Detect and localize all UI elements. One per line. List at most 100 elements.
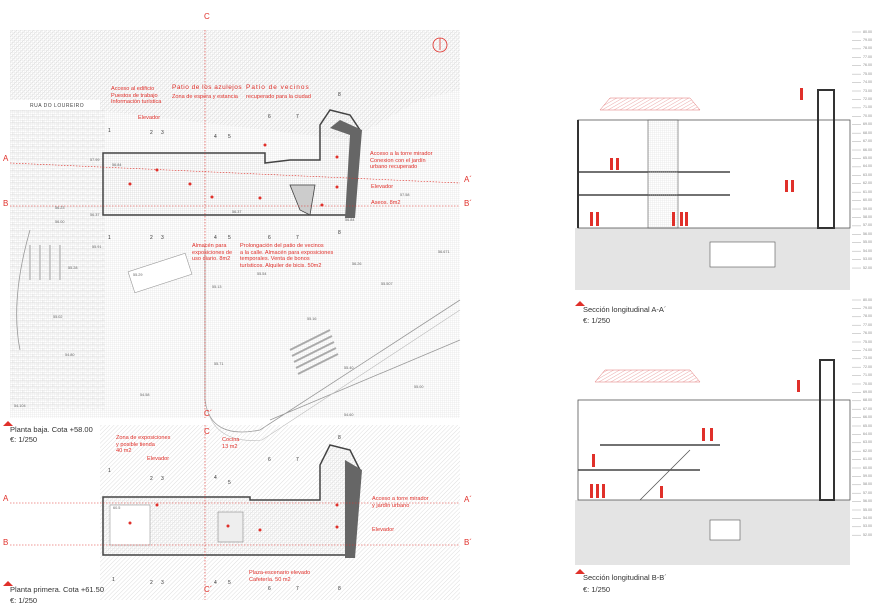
elevation-label: 55.507 bbox=[381, 282, 393, 286]
label-acceso: Acceso al edificio Puestos de trabajo In… bbox=[111, 86, 162, 106]
level-label: 77.00 bbox=[863, 54, 872, 59]
label-zona-exposiciones: Zona de exposiciones y posible tienda 40… bbox=[116, 435, 171, 455]
grid-number: 1 bbox=[108, 235, 111, 241]
level-label: 75.00 bbox=[863, 339, 872, 344]
section-mark-c2: C´ bbox=[204, 409, 213, 418]
label-elevador: Elevador bbox=[147, 456, 170, 462]
elevation-label: 55.71 bbox=[214, 362, 224, 366]
elevation-label: 55.00 bbox=[414, 385, 424, 389]
level-label: 80.00 bbox=[863, 297, 872, 302]
section-aa-title: Sección longitudinal A-A´ bbox=[583, 305, 667, 314]
section-mark-a2: A´ bbox=[464, 495, 472, 504]
ground-floor-plan bbox=[9, 30, 461, 441]
level-label: 57.00 bbox=[863, 223, 872, 228]
level-label: 53.00 bbox=[863, 524, 872, 529]
level-scale-ticks bbox=[852, 31, 861, 536]
elevation-label: 55.91 bbox=[92, 245, 102, 249]
elevation-label: 55.13 bbox=[212, 285, 222, 289]
title-marker-icon bbox=[575, 569, 585, 574]
grid-number: 7 bbox=[296, 586, 299, 592]
elevation-label: 56.00 bbox=[55, 220, 65, 224]
label-patio-vecinos-sub: recuperado para la ciudad bbox=[246, 94, 311, 100]
level-label: 64.00 bbox=[863, 164, 872, 169]
level-label: 71.00 bbox=[863, 373, 872, 378]
level-label: 75.00 bbox=[863, 71, 872, 76]
label-patio-vecinos: Patio de vecinos bbox=[246, 84, 310, 91]
level-label: 65.00 bbox=[863, 423, 872, 428]
section-mark-c: C bbox=[204, 12, 210, 21]
grid-number: 2 bbox=[150, 130, 153, 136]
level-label: 63.00 bbox=[863, 172, 872, 177]
elevation-label: 57.58 bbox=[400, 193, 410, 197]
label-aseos: Aseos. 8m2 bbox=[371, 200, 401, 206]
level-label: 55.00 bbox=[863, 240, 872, 245]
level-label: 70.00 bbox=[863, 381, 872, 386]
level-label: 70.00 bbox=[863, 113, 872, 118]
label-prolongacion: Prolongación del patio de vecinos a la c… bbox=[240, 243, 334, 270]
section-aa bbox=[575, 89, 851, 290]
elevation-label: 55.54 bbox=[257, 272, 267, 276]
level-label: 77.00 bbox=[863, 322, 872, 327]
section-bb-scale: €: 1/250 bbox=[583, 585, 611, 594]
grid-number: 5 bbox=[228, 235, 231, 241]
first-floor-plan bbox=[10, 425, 460, 600]
grid-number: 4 bbox=[214, 235, 217, 241]
people-figures bbox=[590, 88, 803, 498]
level-label: 69.00 bbox=[863, 122, 872, 127]
grid-number: 2 bbox=[150, 235, 153, 241]
grid-number: 3 bbox=[161, 580, 164, 586]
level-label: 73.00 bbox=[863, 356, 872, 361]
level-label: 63.00 bbox=[863, 440, 872, 445]
label-cocina: Cocina 13 m2 bbox=[222, 437, 240, 450]
level-label: 66.00 bbox=[863, 415, 872, 420]
level-label: 64.00 bbox=[863, 431, 872, 436]
section-mark-b2: B´ bbox=[464, 199, 472, 208]
level-label: 80.00 bbox=[863, 29, 872, 34]
grid-number: 3 bbox=[161, 235, 164, 241]
level-label: 55.00 bbox=[863, 507, 872, 512]
level-label: 71.00 bbox=[863, 105, 872, 110]
level-label: 60.00 bbox=[863, 465, 872, 470]
grid-number: 6 bbox=[268, 114, 271, 120]
level-label: 69.00 bbox=[863, 389, 872, 394]
elevation-label: 56.84 bbox=[112, 163, 122, 167]
level-label: 52.00 bbox=[863, 265, 872, 270]
level-label: 76.00 bbox=[863, 63, 872, 68]
elevation-label: 56.37 bbox=[90, 213, 100, 217]
section-mark-a: A bbox=[3, 494, 9, 503]
level-label: 66.00 bbox=[863, 147, 872, 152]
grid-number: 7 bbox=[296, 114, 299, 120]
grid-number: 3 bbox=[161, 130, 164, 136]
elevation-label: 55.29 bbox=[133, 273, 143, 277]
elevation-label: 54.104 bbox=[14, 404, 26, 408]
level-label: 67.00 bbox=[863, 139, 872, 144]
label-almacen: Almacén para exposiciones de uso diario.… bbox=[192, 243, 233, 263]
level-label: 62.00 bbox=[863, 181, 872, 186]
first-plan-title: Planta primera. Cota +61.50 bbox=[10, 585, 105, 594]
elevation-label: 55.16 bbox=[307, 317, 317, 321]
label-elevador: Elevador bbox=[138, 115, 161, 121]
elevation-label: 56.84 bbox=[345, 218, 355, 222]
level-label: 78.00 bbox=[863, 46, 872, 51]
level-label: 72.00 bbox=[863, 96, 872, 101]
grid-number: 7 bbox=[296, 457, 299, 463]
level-label: 67.00 bbox=[863, 406, 872, 411]
level-label: 57.00 bbox=[863, 490, 872, 495]
level-label: 54.00 bbox=[863, 248, 872, 253]
grid-number: 6 bbox=[268, 235, 271, 241]
grid-number: 5 bbox=[228, 480, 231, 486]
section-mark-a: A bbox=[3, 154, 9, 163]
grid-number: 4 bbox=[214, 134, 217, 140]
level-label: 68.00 bbox=[863, 398, 872, 403]
grid-number: 8 bbox=[338, 92, 341, 98]
elevation-label: 54.80 bbox=[65, 353, 75, 357]
grid-number: 1 bbox=[108, 128, 111, 134]
level-label: 53.00 bbox=[863, 257, 872, 262]
level-label: 76.00 bbox=[863, 331, 872, 336]
elevation-label: 54.60 bbox=[344, 413, 354, 417]
title-marker-icon bbox=[575, 301, 585, 306]
level-label: 61.00 bbox=[863, 457, 872, 462]
elevation-label: 57.99 bbox=[90, 158, 100, 162]
level-label: 68.00 bbox=[863, 130, 872, 135]
